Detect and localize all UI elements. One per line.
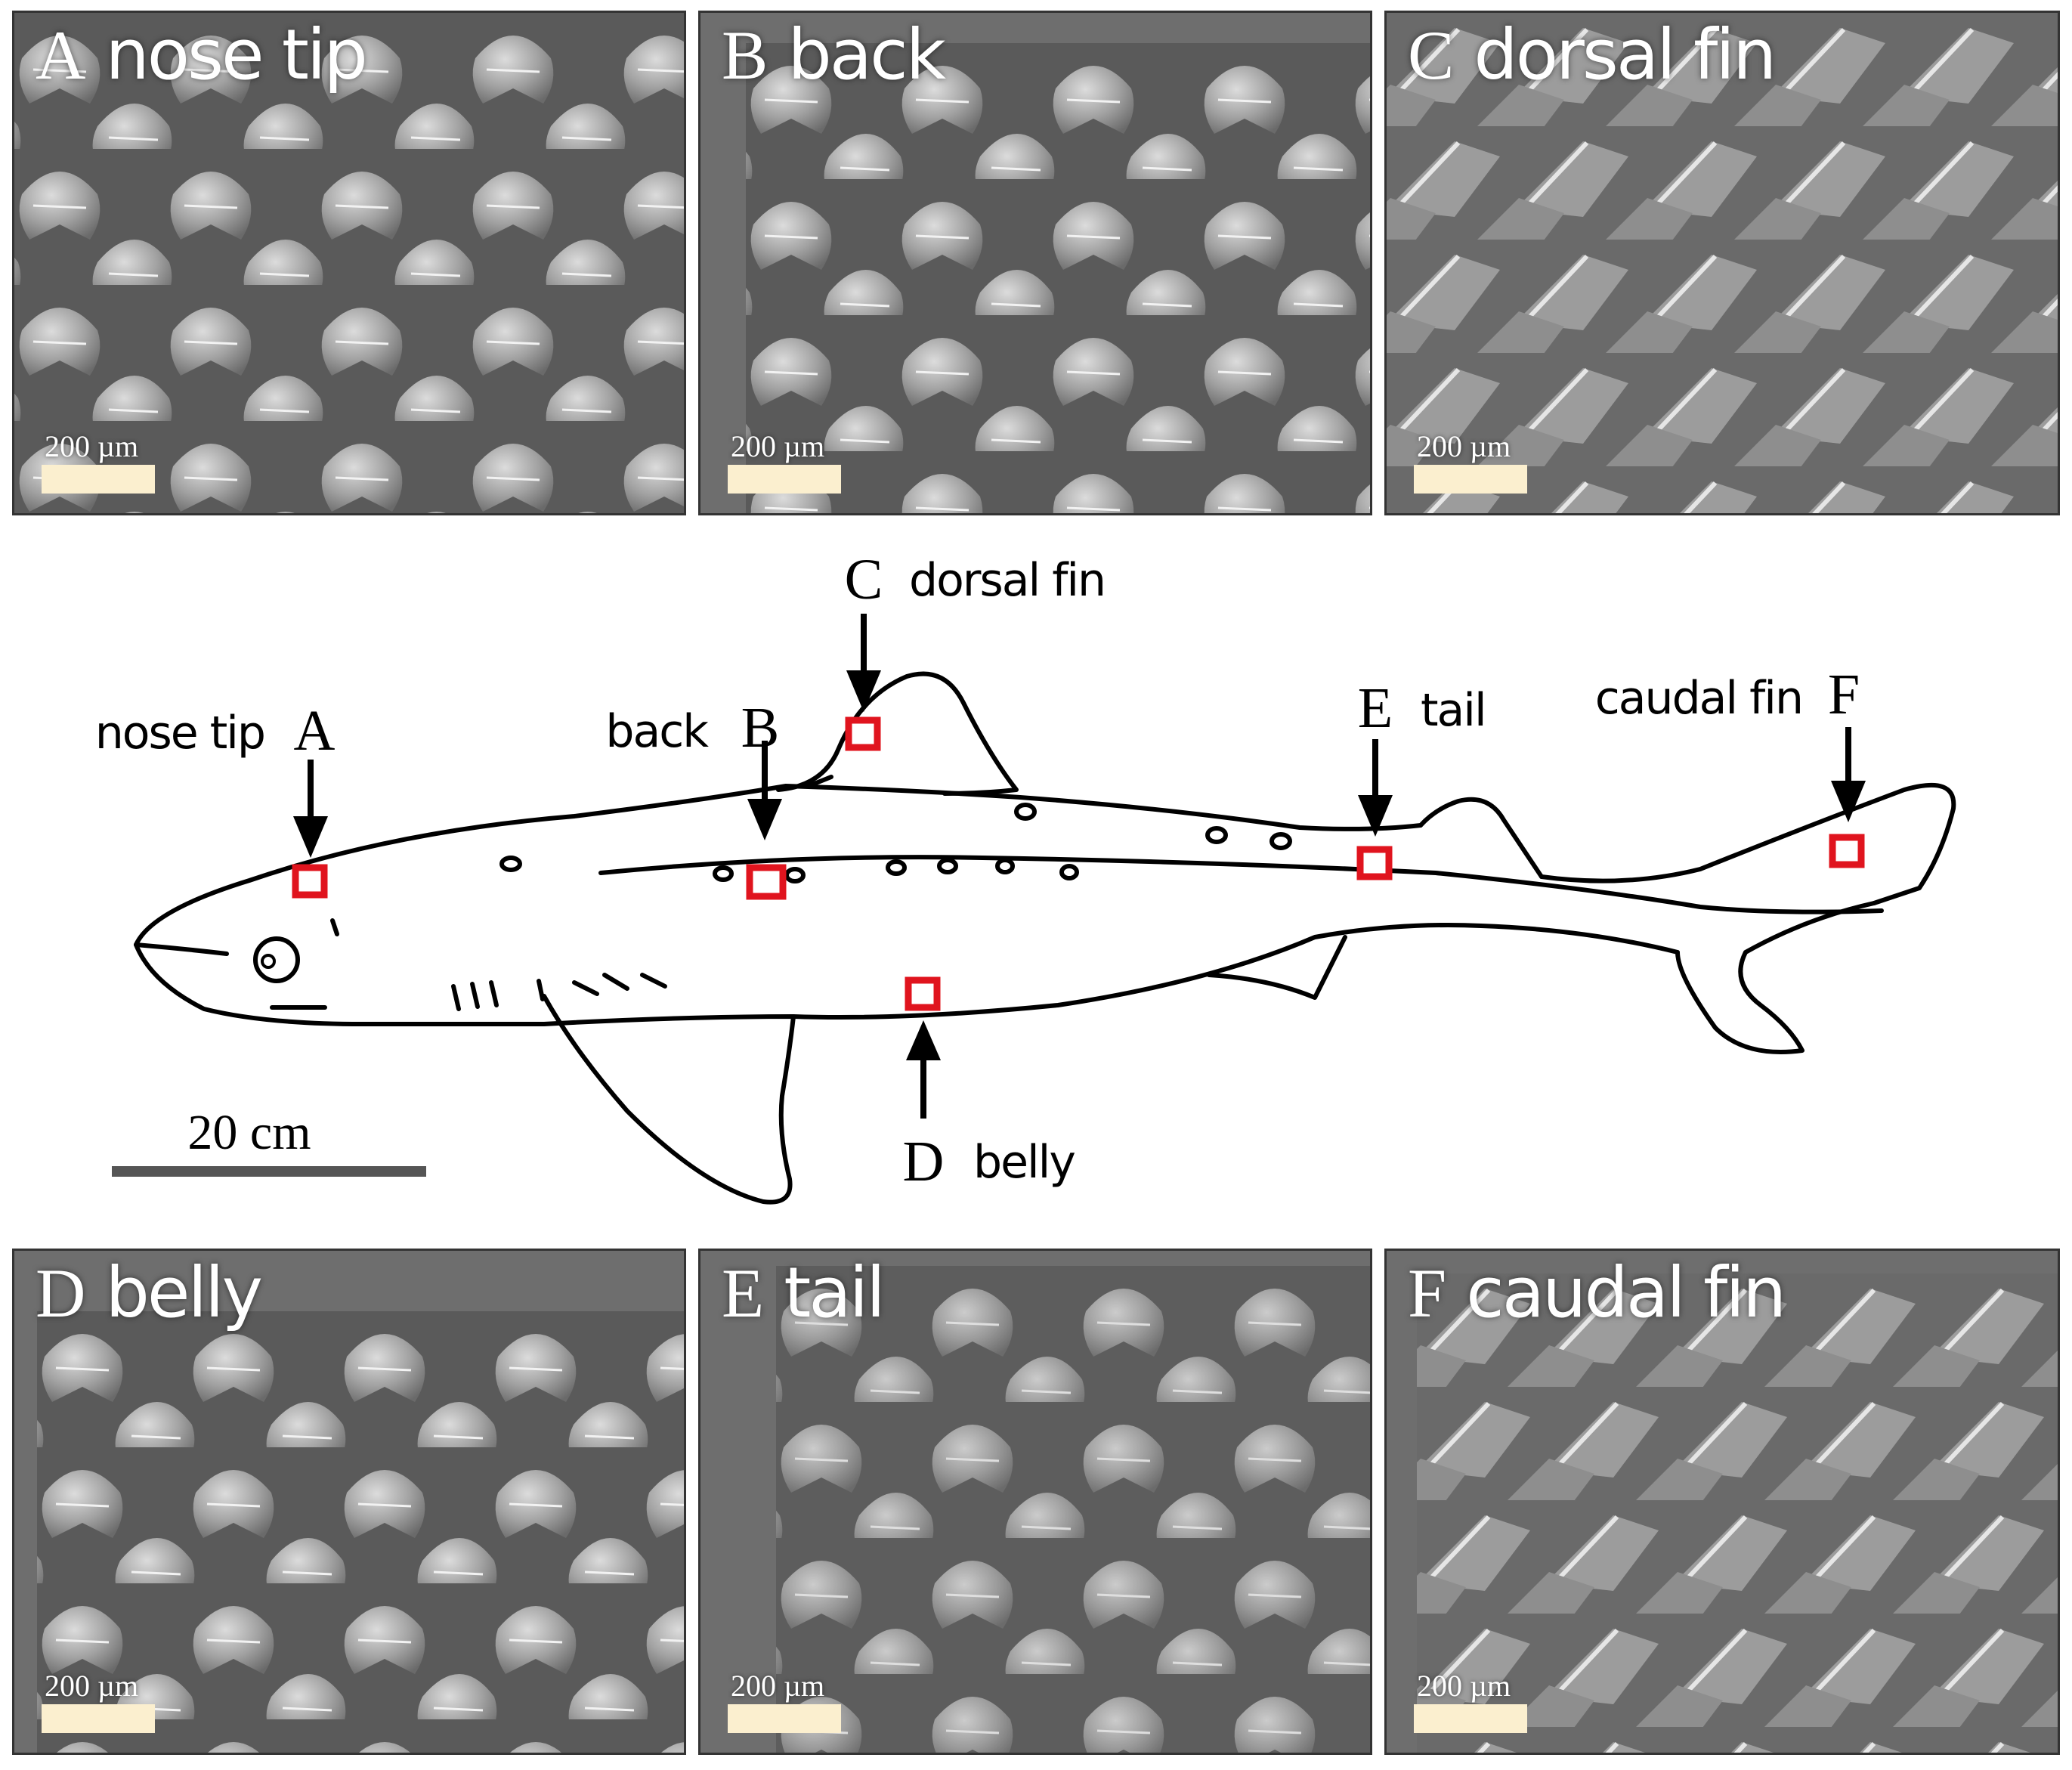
arrow-d	[906, 1020, 941, 1119]
sample-marker-f	[1829, 834, 1865, 868]
sem-image-c	[1387, 13, 2058, 513]
arrow-c	[846, 614, 881, 712]
diagram-arrows	[293, 614, 1866, 1119]
scale-bar-a	[42, 465, 155, 494]
scale-bar-e	[728, 1704, 841, 1733]
arrow-a	[293, 760, 328, 858]
diagram-letter-e: E	[1358, 676, 1393, 740]
sample-marker-d	[905, 976, 941, 1011]
sem-image-e	[776, 1266, 1370, 1753]
sample-marker-a	[292, 864, 328, 899]
scale-text-c: 200 µm	[1417, 429, 1511, 463]
scale-bar-f	[1414, 1704, 1527, 1733]
diagram-scale-bar	[112, 1166, 426, 1177]
diagram-letter-c: C	[845, 548, 883, 611]
shark-diagram: A nose tip B back C dorsal fin E tail F …	[95, 548, 1956, 1205]
sample-marker-b	[746, 864, 787, 900]
diagram-labels: A nose tip B back C dorsal fin E tail F …	[95, 548, 1860, 1193]
diagram-name-a: nose tip	[95, 707, 264, 760]
sample-marker-e	[1356, 846, 1393, 880]
diagram-name-d: belly	[973, 1136, 1075, 1189]
arrow-b	[747, 741, 782, 840]
sem-image-f	[1417, 1273, 2058, 1753]
scale-text-e: 200 µm	[731, 1669, 825, 1703]
diagram-name-b: back	[605, 705, 709, 758]
scale-text-a: 200 µm	[45, 429, 139, 463]
diagram-letter-d: D	[903, 1130, 945, 1193]
arrow-f	[1831, 727, 1866, 822]
diagram-letter-a: A	[294, 699, 336, 763]
sample-marker-c	[845, 716, 881, 751]
diagram-letter-f: F	[1828, 663, 1860, 726]
diagram-letter-b: B	[741, 696, 780, 760]
diagram-name-e: tail	[1421, 684, 1486, 737]
scale-text-b: 200 µm	[731, 429, 825, 463]
sem-image-d	[37, 1311, 684, 1753]
scale-bar-b	[728, 465, 841, 494]
sem-image-a	[14, 13, 684, 513]
diagram-name-c: dorsal fin	[909, 554, 1105, 607]
sem-image-b	[746, 43, 1370, 513]
scale-bar-c	[1414, 465, 1527, 494]
diagram-name-f: caudal fin	[1595, 672, 1802, 725]
scale-text-f: 200 µm	[1417, 1669, 1511, 1703]
shark-outline	[134, 671, 1956, 1205]
arrow-e	[1358, 739, 1393, 837]
scale-bar-d	[42, 1704, 155, 1733]
diagram-scale-label: 20 cm	[187, 1105, 311, 1160]
scale-text-d: 200 µm	[45, 1669, 139, 1703]
sample-markers	[292, 716, 1865, 1011]
